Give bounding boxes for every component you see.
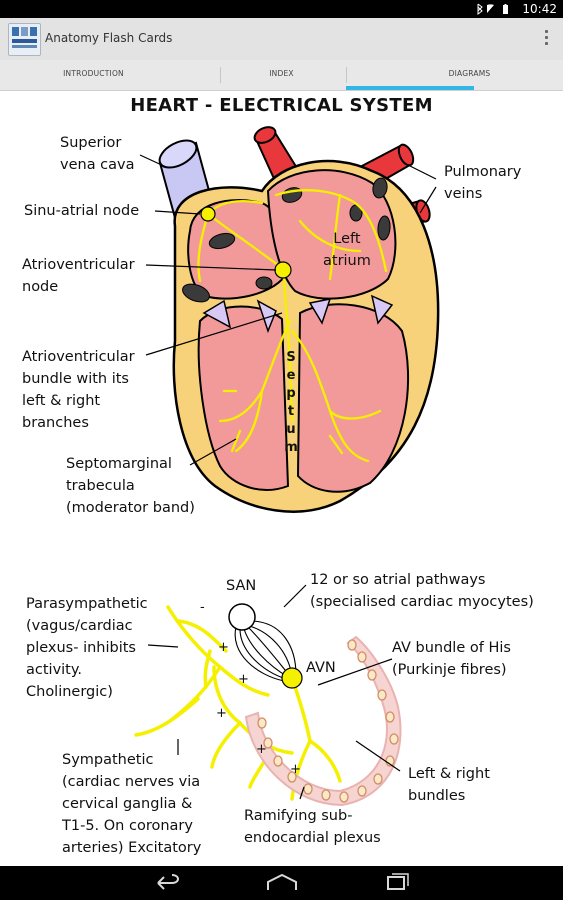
tab-divider	[346, 67, 347, 83]
label-av-bundle-his: AV bundle of His (Purkinje fibres)	[392, 640, 511, 678]
leader-lines	[139, 154, 437, 466]
heart-illustration	[134, 126, 440, 807]
home-icon[interactable]	[267, 873, 297, 890]
label-left-right-bundles: Left & right bundles	[408, 766, 490, 804]
right-ventricle	[197, 305, 290, 491]
tab-introduction[interactable]: INTRODUCTION	[63, 69, 124, 78]
clock: 10:42	[522, 2, 557, 16]
tab-diagrams[interactable]: DIAGRAMS	[448, 69, 491, 78]
label-ramifying-plexus: Ramifying sub- endocardial plexus	[244, 808, 381, 846]
diagram-title: HEART - ELECTRICAL SYSTEM	[130, 95, 433, 116]
system-navigation-bar	[0, 866, 563, 900]
label-superior-vena-cava: Superior vena cava	[60, 135, 135, 173]
leader-arrows-lower	[147, 584, 401, 800]
label-septomarginal-trabecula: Septomarginal trabecula (moderator band)	[66, 456, 195, 516]
selected-tab-indicator	[346, 86, 474, 90]
app-logo-icon[interactable]	[8, 23, 41, 56]
label-pulmonary-veins: Pulmonary veins	[444, 164, 522, 202]
sign-minus: -	[200, 600, 205, 615]
label-san: SAN	[226, 578, 257, 594]
schematic-endocardial-plexus	[244, 635, 402, 807]
action-bar: Anatomy Flash Cards	[0, 18, 563, 60]
san-node	[228, 603, 256, 631]
label-left-atrium: Left atrium	[323, 231, 371, 269]
label-septum: S e p t u m	[284, 350, 298, 455]
tab-divider	[220, 67, 221, 83]
label-parasympathetic: Parasympathetic (vagus/cardiac plexus- i…	[26, 596, 148, 700]
overflow-menu-icon[interactable]	[543, 30, 549, 48]
bluetooth-icon	[477, 3, 483, 15]
status-icons	[477, 3, 508, 15]
status-bar: 10:42	[0, 0, 563, 18]
avn-node	[281, 667, 303, 689]
diagram-content[interactable]: HEART - ELECTRICAL SYSTEM	[0, 91, 563, 866]
label-avn: AVN	[306, 660, 336, 676]
mitral-valve-2	[370, 294, 394, 325]
tab-index[interactable]: INDEX	[269, 69, 294, 78]
atrioventricular-node	[274, 261, 292, 279]
sign-plus: +	[216, 706, 227, 721]
label-av-bundle: Atrioventricular bundle with its left & …	[22, 349, 135, 431]
label-sympathetic: Sympathetic (cardiac nerves via cervical…	[62, 752, 202, 856]
sign-plus: +	[290, 762, 301, 777]
tricuspid-valve-2	[256, 299, 277, 334]
app-title: Anatomy Flash Cards	[45, 31, 173, 45]
tricuspid-valve	[202, 299, 232, 329]
label-atrioventricular-node: Atrioventricular node	[22, 257, 135, 295]
sinu-atrial-node	[200, 206, 216, 222]
left-ventricle	[296, 303, 410, 493]
tab-bar: INTRODUCTION INDEX DIAGRAMS	[0, 60, 563, 91]
back-icon[interactable]	[157, 874, 179, 890]
battery-icon	[503, 4, 508, 14]
label-sinu-atrial-node: Sinu-atrial node	[24, 203, 140, 219]
sign-plus: +	[256, 742, 267, 757]
label-atrial-pathways: 12 or so atrial pathways (specialised ca…	[310, 572, 534, 610]
recent-apps-icon[interactable]	[387, 873, 409, 890]
wifi-icon	[487, 4, 494, 13]
sign-plus: +	[218, 640, 229, 655]
sign-plus: +	[238, 672, 249, 687]
mitral-valve	[308, 298, 332, 325]
atrial-openings	[182, 177, 391, 303]
